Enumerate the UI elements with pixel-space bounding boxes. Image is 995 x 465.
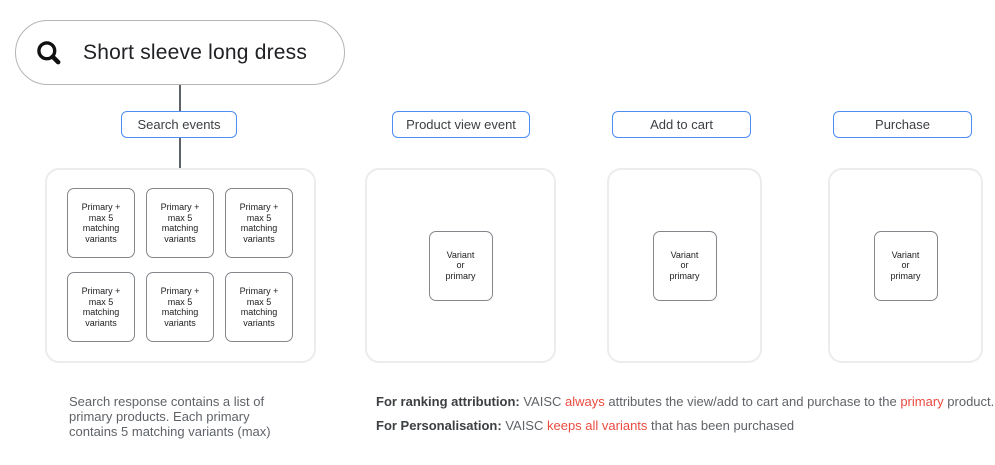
ranking-note-bold: For ranking attribution: [376, 394, 520, 409]
ranking-note-red: primary [900, 394, 944, 409]
search-response-note: Search response contains a list of prima… [69, 394, 271, 439]
attribution-notes: For ranking attribution: VAISC always at… [376, 394, 994, 442]
search-icon [35, 39, 62, 66]
ranking-note-text: attributes the view/add to cart and purc… [604, 394, 901, 409]
personalisation-note-red: keeps all variants [546, 418, 648, 433]
personalisation-note: For Personalisation: VAISC keeps all var… [376, 418, 991, 433]
ranking-attribution-note: For ranking attribution: VAISC always at… [376, 394, 994, 409]
primary-variants-box: Primary + max 5 matching variants [67, 188, 135, 258]
product-view-panel: Variant or primary [365, 168, 556, 363]
primary-variants-box: Primary + max 5 matching variants [67, 272, 135, 342]
event-label-purchase: Purchase [833, 111, 972, 138]
search-query-text: Short sleeve long dress [83, 40, 308, 64]
primary-variants-box: Primary + max 5 matching variants [225, 188, 293, 258]
primary-variants-box: Primary + max 5 matching variants [146, 188, 214, 258]
event-label-add-to-cart: Add to cart [612, 111, 751, 138]
add-to-cart-panel: Variant or primary [607, 168, 762, 363]
ranking-note-red: always [565, 394, 605, 409]
personalisation-note-bold: For Personalisation: [376, 418, 502, 433]
variant-or-primary-box: Variant or primary [873, 230, 938, 301]
purchase-panel: Variant or primary [828, 168, 983, 363]
personalisation-note-text: that has been purchased [647, 418, 795, 433]
primary-variants-box: Primary + max 5 matching variants [225, 272, 293, 342]
variant-or-primary-box: Variant or primary [652, 230, 717, 301]
search-events-panel: Primary + max 5 matching variants Primar… [45, 168, 316, 363]
primary-variants-box: Primary + max 5 matching variants [146, 272, 214, 342]
personalisation-note-text: VAISC [501, 418, 547, 433]
ranking-note-text: product. [943, 394, 995, 409]
event-label-search-events: Search events [121, 111, 237, 138]
ranking-note-text: VAISC [519, 394, 565, 409]
variant-or-primary-box: Variant or primary [428, 230, 493, 301]
event-label-product-view: Product view event [392, 111, 530, 138]
search-input[interactable]: Short sleeve long dress [15, 20, 345, 85]
